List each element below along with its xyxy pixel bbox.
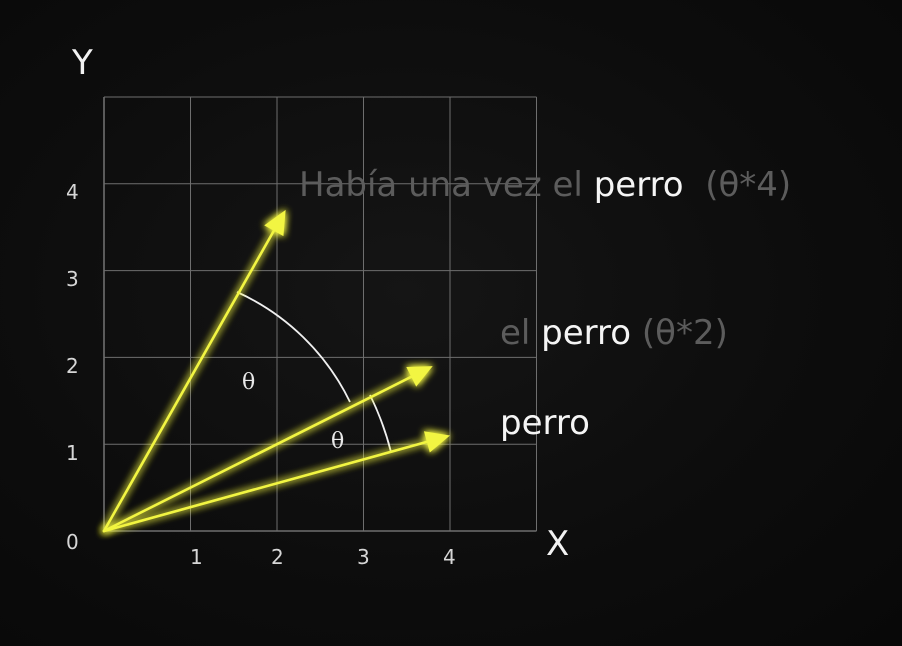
label-habia-prefix: Había una vez el — [299, 165, 594, 205]
y-axis-title: Y — [71, 43, 93, 83]
label-el-perro-prefix: el — [500, 313, 541, 353]
vector-shaft — [102, 229, 276, 533]
angle-arc-large — [236, 291, 351, 403]
angle-arc-small — [369, 394, 392, 453]
arrowhead-icon — [423, 431, 450, 453]
vector-habia-una-vez — [102, 209, 286, 533]
theta-label-lower: θ — [331, 429, 344, 454]
vector-el-perro — [102, 366, 433, 533]
vector-group — [102, 209, 450, 533]
x-tick-label: 0 — [66, 530, 79, 554]
label-habia-suffix: (θ*4) — [684, 165, 792, 205]
vector-perro — [102, 431, 450, 533]
vector-shaft — [102, 440, 429, 533]
x-tick-label: 3 — [357, 545, 370, 569]
y-tick-label: 2 — [66, 354, 79, 378]
coordinate-grid — [103, 96, 537, 532]
arrowhead-icon — [264, 209, 286, 237]
x-tick-label: 4 — [443, 545, 456, 569]
label-perro: perro — [500, 403, 590, 443]
x-tick-label: 1 — [190, 545, 203, 569]
label-el-perro: el perro (θ*2) — [500, 313, 728, 353]
label-perro-word: perro — [500, 403, 590, 443]
vector-shaft — [102, 375, 413, 533]
label-el-perro-suffix: (θ*2) — [631, 313, 728, 353]
x-axis-title: X — [546, 524, 569, 564]
label-habia-una-vez-el-perro: Había una vez el perro (θ*4) — [299, 165, 791, 205]
y-tick-label: 1 — [66, 441, 79, 465]
y-tick-label: 3 — [66, 267, 79, 291]
y-tick-label: 4 — [66, 180, 79, 204]
theta-label-upper: θ — [242, 370, 255, 395]
label-el-perro-word: perro — [541, 313, 631, 353]
label-habia-word: perro — [594, 165, 684, 205]
x-tick-label: 2 — [271, 545, 284, 569]
arrowhead-icon — [406, 366, 433, 387]
